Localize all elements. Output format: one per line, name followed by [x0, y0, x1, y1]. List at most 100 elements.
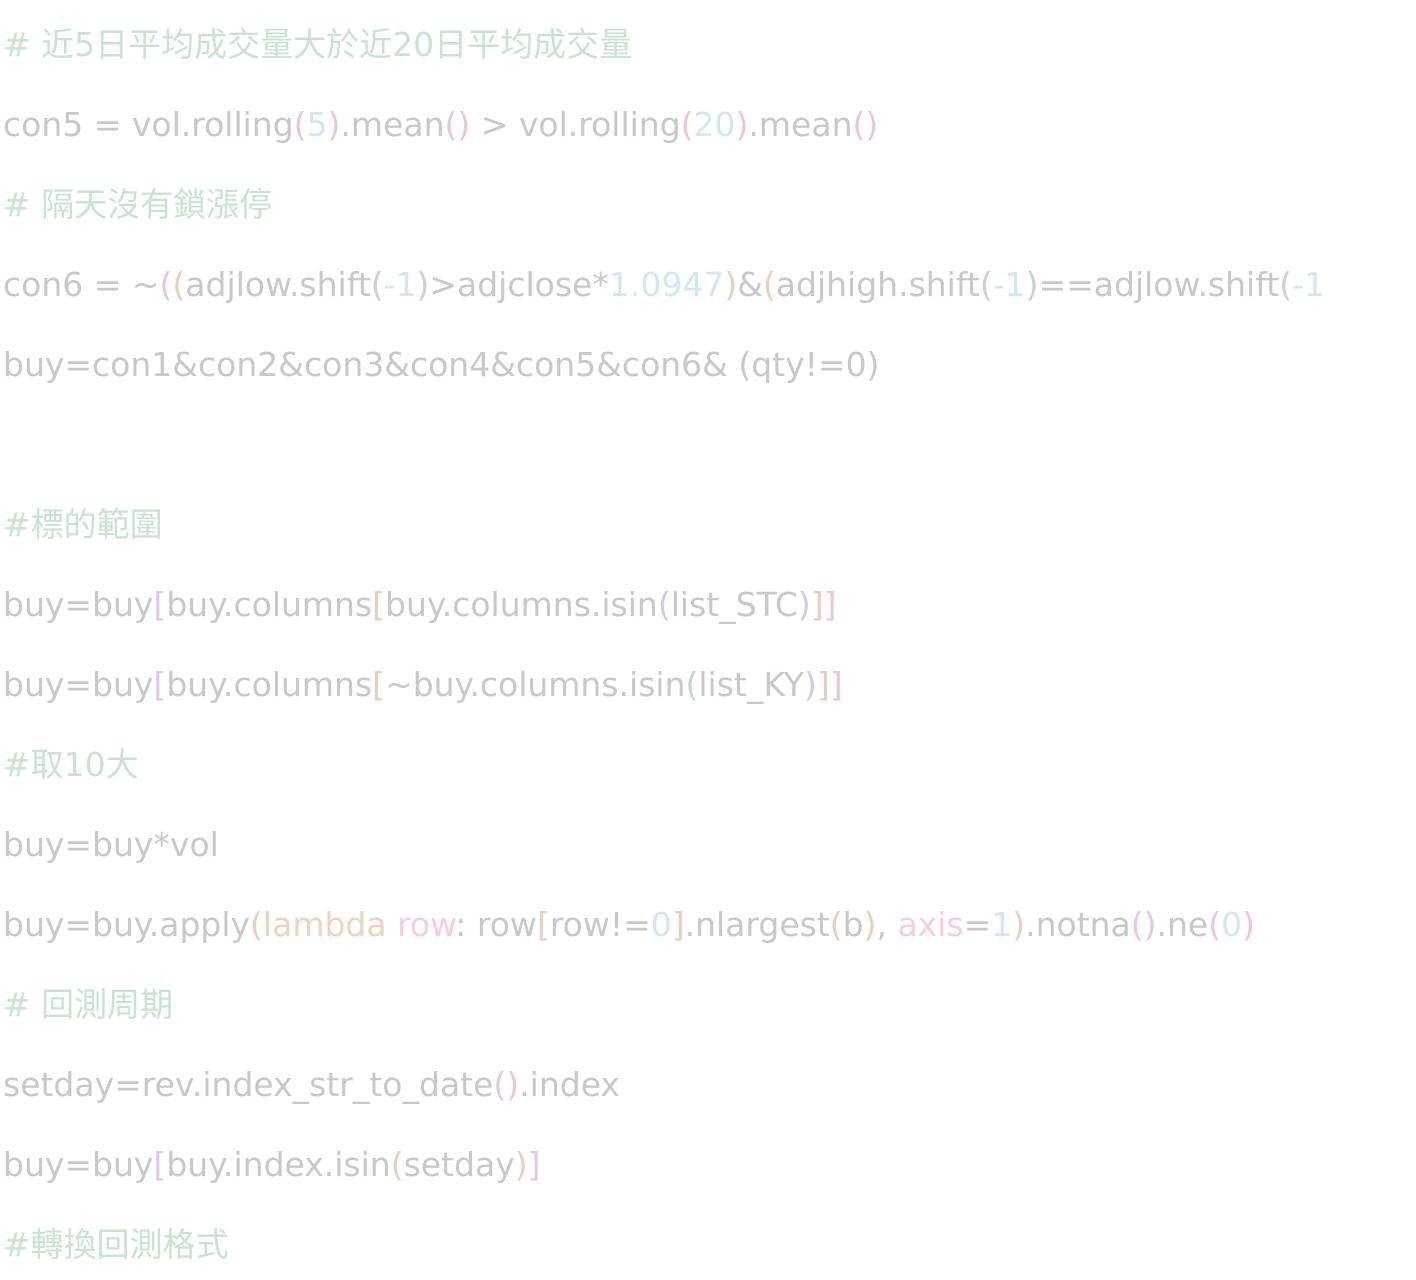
code-token: (	[979, 265, 993, 304]
code-token: .mean	[340, 105, 445, 144]
code-line: #轉換回測格式	[3, 1215, 229, 1275]
code-token: [	[372, 665, 386, 704]
code-token: .ne	[1156, 905, 1209, 944]
code-token: .notna	[1025, 905, 1131, 944]
code-line: buy=buy[buy.columns[~buy.columns.isin(li…	[3, 655, 843, 715]
code-token: ()	[852, 105, 879, 144]
code-token: row	[397, 905, 456, 944]
code-token: (	[250, 905, 263, 944]
code-token: buy.index.isin	[166, 1145, 391, 1184]
code-token: (	[370, 265, 384, 304]
code-token: lambda	[262, 905, 387, 944]
code-line: buy=buy*vol	[3, 815, 219, 875]
code-token: # 隔天沒有鎖漲停	[3, 185, 273, 224]
code-token: ]	[810, 585, 824, 624]
code-token: 20	[693, 105, 736, 144]
code-token: [	[153, 585, 167, 624]
code-token: con5 = vol.rolling	[3, 105, 294, 144]
code-token: -1	[383, 265, 417, 304]
code-line: #取10大	[3, 735, 139, 795]
code-token: (	[829, 905, 843, 944]
code-token: >adjclose*	[429, 265, 609, 304]
code-token: buy.columns.isin	[385, 585, 658, 624]
code-token: : row	[455, 905, 537, 944]
code-token: (	[390, 1145, 404, 1184]
code-token: &	[737, 265, 763, 304]
code-token: list_STC	[670, 585, 798, 624]
code-token: 5	[306, 105, 328, 144]
code-line: setday=rev.index_str_to_date().index	[3, 1055, 620, 1115]
code-token: setday	[403, 1145, 515, 1184]
code-token: buy.columns	[166, 585, 373, 624]
code-token: (	[159, 265, 173, 304]
code-token: con6 = ~	[3, 265, 160, 304]
code-token: b	[842, 905, 864, 944]
code-line: buy=buy.apply(lambda row: row[row!=0].nl…	[3, 895, 1255, 955]
code-token: )	[1242, 905, 1255, 944]
code-line: # 隔天沒有鎖漲停	[3, 175, 272, 235]
code-token: [	[536, 905, 550, 944]
code-token: )	[863, 905, 877, 944]
code-token: ,	[876, 905, 898, 944]
code-token: #標的範圍	[3, 505, 163, 544]
code-token: axis	[897, 905, 964, 944]
code-token: )	[803, 665, 817, 704]
code-token: buy.columns	[166, 665, 373, 704]
code-token: )	[735, 105, 749, 144]
code-token: )	[514, 1145, 528, 1184]
code-token: #取10大	[3, 745, 139, 784]
code-token: #轉換回測格式	[3, 1225, 229, 1264]
code-token: [	[372, 585, 386, 624]
code-token: (	[680, 105, 694, 144]
code-token: buy=con1&con2&con3&con4&con5&con6& (qty!…	[3, 345, 880, 384]
code-token: # 近5日平均成交量大於近20日平均成交量	[3, 25, 633, 64]
code-token: .index	[519, 1065, 620, 1104]
code-line: con5 = vol.rolling(5).mean() > vol.rolli…	[3, 95, 878, 155]
code-token: (	[657, 585, 671, 624]
code-token: buy=buy.apply	[3, 905, 251, 944]
code-token: -1	[1292, 265, 1325, 304]
code-token: buy=buy*vol	[3, 825, 219, 864]
code-line: #標的範圍	[3, 495, 163, 555]
code-token: ()	[444, 105, 471, 144]
code-token: (	[1208, 905, 1222, 944]
code-token: .nlargest	[684, 905, 830, 944]
code-token: 0	[1221, 905, 1243, 944]
code-token: 1	[991, 905, 1013, 944]
code-token: (	[293, 105, 307, 144]
code-token: [	[153, 665, 167, 704]
code-token: ]	[829, 665, 843, 704]
code-token: )	[724, 265, 738, 304]
code-token: -1	[992, 265, 1026, 304]
code-token: buy=buy	[3, 1145, 154, 1184]
code-token	[387, 905, 398, 944]
code-line: buy=buy[buy.index.isin(setday)]	[3, 1135, 540, 1195]
code-line: # 回測周期	[3, 975, 173, 1035]
code-token: )	[1025, 265, 1039, 304]
code-token: )	[416, 265, 430, 304]
code-token: )	[797, 585, 811, 624]
code-token: ==adjlow.shift	[1038, 265, 1280, 304]
code-token: (	[762, 265, 776, 304]
code-token: ]	[671, 905, 685, 944]
code-line: # 近5日平均成交量大於近20日平均成交量	[3, 15, 632, 75]
code-line: buy=con1&con2&con3&con4&con5&con6& (qty!…	[3, 335, 879, 395]
code-token: ]	[816, 665, 830, 704]
code-token: (	[1279, 265, 1293, 304]
code-token: ]	[823, 585, 837, 624]
code-token: buy=buy	[3, 665, 154, 704]
code-token: adjlow.shift	[185, 265, 371, 304]
code-token: (	[685, 665, 699, 704]
code-token: =	[963, 905, 992, 944]
code-token: ()	[1130, 905, 1157, 944]
code-token: adjhigh.shift	[775, 265, 980, 304]
code-token: # 回測周期	[3, 985, 174, 1024]
code-token: .mean	[748, 105, 853, 144]
code-token: row!=	[549, 905, 651, 944]
code-token: (	[172, 265, 186, 304]
code-token: ()	[493, 1065, 520, 1104]
code-token: list_KY	[698, 665, 804, 704]
code-token: > vol.rolling	[470, 105, 681, 144]
code-line: buy=buy[buy.columns[buy.columns.isin(lis…	[3, 575, 837, 635]
